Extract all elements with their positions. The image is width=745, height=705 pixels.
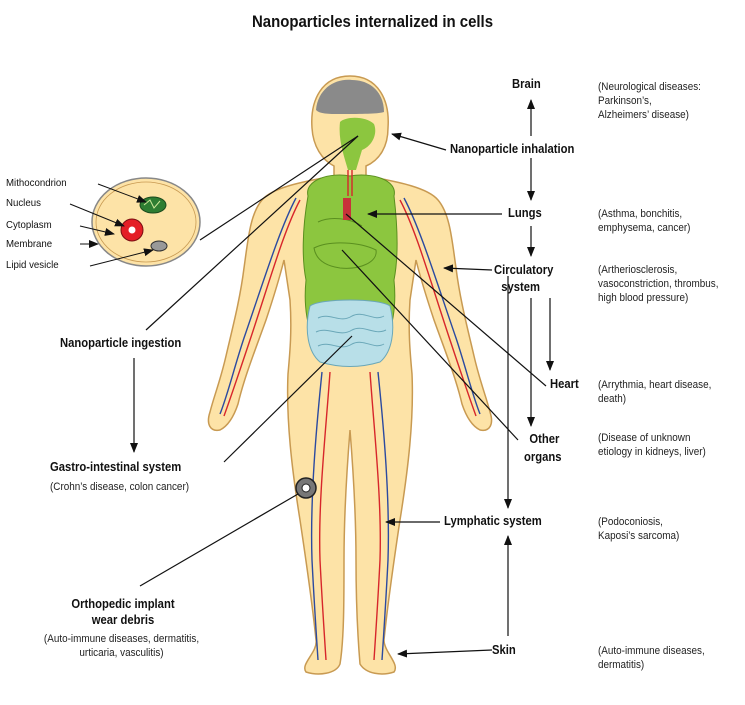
implant-note: (Auto-immune diseases, dermatitis,urtica… (36, 632, 207, 660)
heart-note: (Arrythmia, heart disease,death) (598, 378, 711, 406)
brain-label: Brain (512, 77, 541, 91)
lymphatic-note: (Podoconiosis,Kaposi’s sarcoma) (598, 515, 679, 543)
gi-label: Gastro-intestinal system (50, 460, 181, 474)
diagram-title: Nanoparticles internalized in cells (45, 12, 701, 32)
cell-label-mitochondrion: Mithocondrion (6, 177, 67, 189)
cell-label-cytoplasm: Cytoplasm (6, 219, 52, 231)
circulatory-note: (Artheriosclerosis,vasoconstriction, thr… (598, 263, 719, 305)
cell-label-membrane: Membrane (6, 238, 52, 250)
cell-label-nucleus: Nucleus (6, 197, 41, 209)
gi-note: (Crohn’s disease, colon cancer) (50, 480, 189, 494)
intestines-shape (307, 300, 393, 367)
lymphatic-label: Lymphatic system (444, 514, 542, 528)
skin-label: Skin (492, 643, 516, 657)
lipid-vesicle-shape (151, 241, 167, 251)
inhalation-label: Nanoparticle inhalation (450, 142, 574, 156)
lungs-label: Lungs (508, 206, 542, 220)
human-body-figure (208, 76, 491, 674)
ingestion-label: Nanoparticle ingestion (60, 336, 181, 350)
skin-note: (Auto-immune diseases,dermatitis) (598, 644, 705, 672)
cell-diagram (70, 178, 200, 266)
brain-note: (Neurological diseases:Parkinson’s,Alzhe… (598, 80, 701, 122)
heart-label: Heart (550, 377, 579, 391)
cell-label-lipid-vesicle: Lipid vesicle (6, 259, 59, 271)
lungs-note: (Asthma, bonchitis,emphysema, cancer) (598, 207, 690, 235)
